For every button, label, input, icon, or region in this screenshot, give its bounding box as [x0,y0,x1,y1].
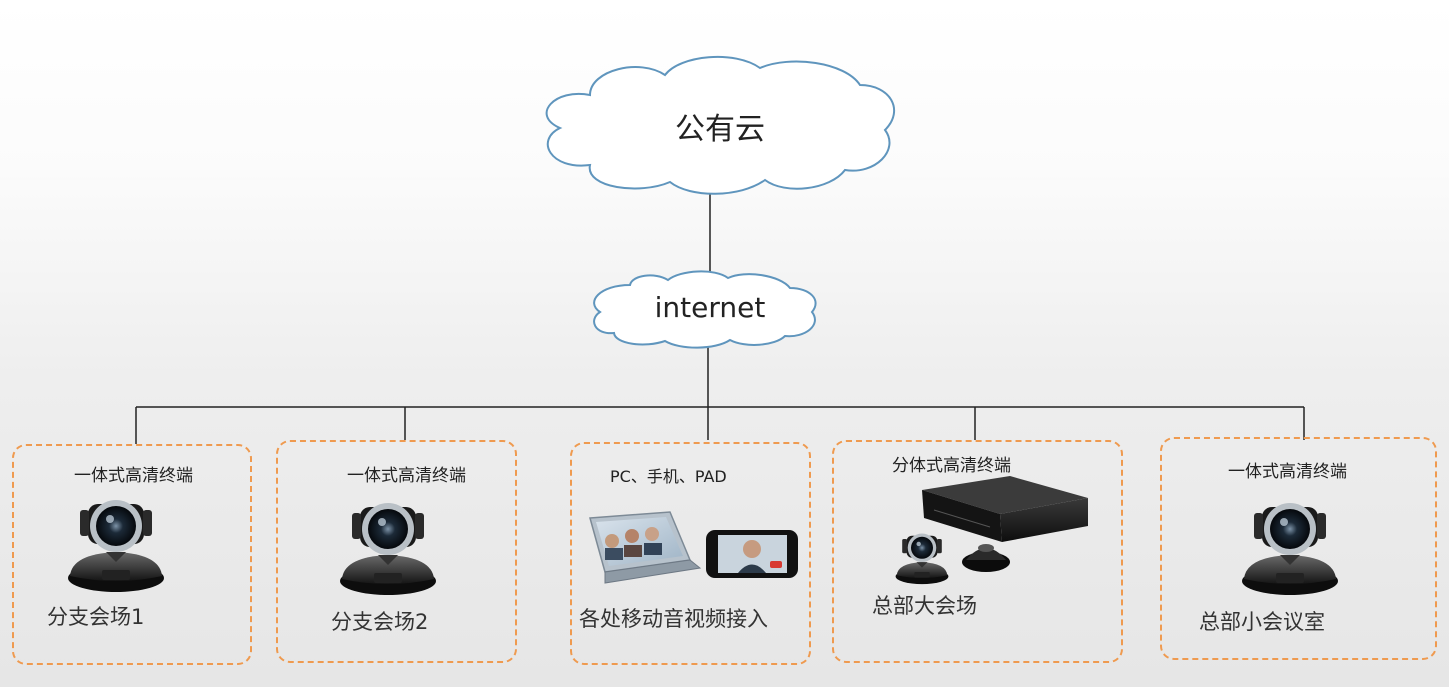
site-label-5: 总部小会议室 [1199,610,1325,634]
internet-label: internet [654,291,766,324]
microphone-icon [962,544,1010,572]
node-box-branch-2 [276,440,517,663]
internet-cloud-shape [593,270,817,349]
codec-box-icon [922,476,1088,542]
device-label-1: 一体式高清终端 [74,466,193,486]
site-label-4: 总部大会场 [872,594,977,618]
device-label-4: 分体式高清终端 [892,456,1011,476]
device-label-3: PC、手机、PAD [610,467,727,486]
node-box-hq-main [832,440,1123,663]
device-label-2: 一体式高清终端 [347,466,466,486]
public-cloud-label: 公有云 [675,112,765,147]
phone-icon [706,530,798,578]
site-label-2: 分支会场2 [331,610,429,634]
public-cloud-shape [545,55,896,195]
node-box-mobile [570,442,811,665]
node-box-hq-small [1160,437,1437,660]
node-box-branch-1 [12,444,252,665]
laptop-icon [589,511,702,584]
device-label-5: 一体式高清终端 [1228,462,1347,482]
site-label-3: 各处移动音视频接入 [579,607,768,631]
site-label-1: 分支会场1 [47,605,145,629]
